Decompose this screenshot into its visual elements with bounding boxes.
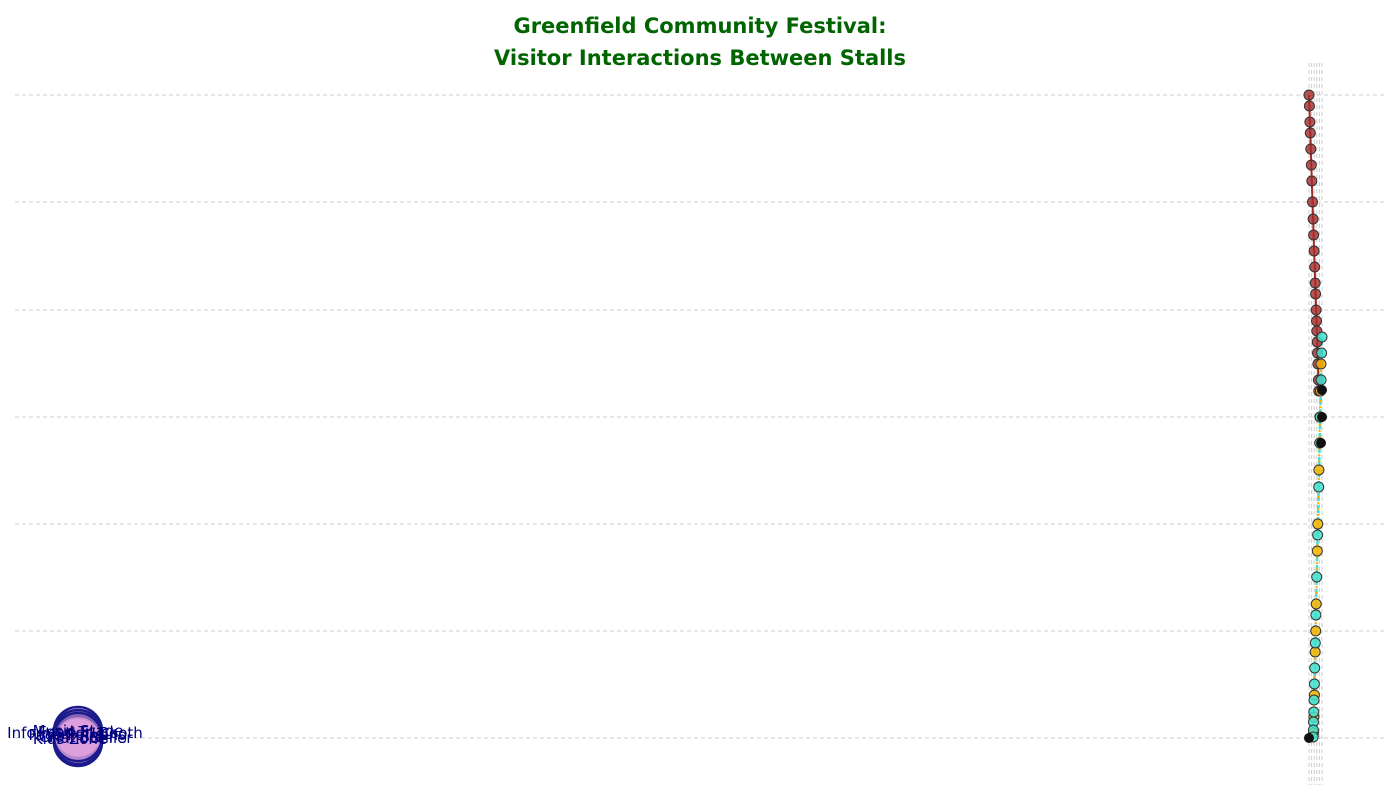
point-red-13 [1310,288,1322,300]
point-red-12 [1309,277,1321,289]
trail-line-red [1308,94,1320,392]
stall-label-information-booth: Information Booth [7,724,143,742]
chart-title: Greenfield Community Festival: Visitor I… [0,10,1400,74]
point-red-15 [1311,315,1322,327]
chart-title-line-1: Greenfield Community Festival: [513,14,887,38]
point-dark-1 [1317,412,1327,422]
stall-label-face-painting: Face Painting [28,726,127,744]
point-cyan-8 [1310,609,1322,621]
point-layer [1303,89,1328,743]
point-cyan-13 [1308,706,1320,718]
stall-node-plant-seller [52,711,104,763]
point-red-9 [1308,229,1320,241]
point-red-5 [1305,159,1317,171]
point-gold-5 [1311,545,1323,557]
stall-label-plant-seller: Plant Seller [47,729,133,747]
point-gold-4 [1312,518,1324,530]
point-gold-3 [1313,464,1325,476]
stall-label-music-stage: Music Stage [33,722,124,740]
point-red-4 [1305,143,1317,155]
point-cyan-7 [1311,571,1323,583]
point-red-14 [1310,304,1322,316]
stall-label-food-truck: Food Truck [38,723,119,741]
point-dark-3 [1304,733,1314,743]
point-red-0 [1303,89,1315,101]
point-dark-2 [1316,438,1326,448]
point-red-6 [1306,175,1318,187]
point-cyan-9 [1309,637,1321,649]
point-red-11 [1309,261,1321,273]
point-red-8 [1307,213,1319,225]
point-red-7 [1307,196,1318,208]
point-gold-6 [1310,598,1322,610]
point-cyan-2 [1315,374,1327,386]
point-gold-8 [1309,646,1321,658]
node-layer [52,705,104,768]
point-cyan-6 [1312,529,1324,541]
point-cyan-5 [1313,481,1325,493]
stall-label-kids-zone: Kids Zone [33,730,107,748]
point-cyan-10 [1309,662,1321,674]
point-cyan-11 [1308,678,1320,690]
point-gold-0 [1315,358,1327,370]
chart-title-line-2: Visitor Interactions Between Stalls [493,46,907,70]
point-red-3 [1304,127,1316,139]
stall-label-craft-stall: Craft Stall [39,728,113,746]
point-red-10 [1308,245,1320,257]
point-gold-7 [1310,625,1322,637]
grid-layer [15,63,1385,785]
point-cyan-12 [1308,694,1320,706]
point-cyan-0 [1316,331,1328,343]
point-red-1 [1303,100,1315,112]
point-cyan-1 [1316,347,1328,359]
point-red-2 [1304,116,1316,128]
point-dark-0 [1317,385,1327,395]
